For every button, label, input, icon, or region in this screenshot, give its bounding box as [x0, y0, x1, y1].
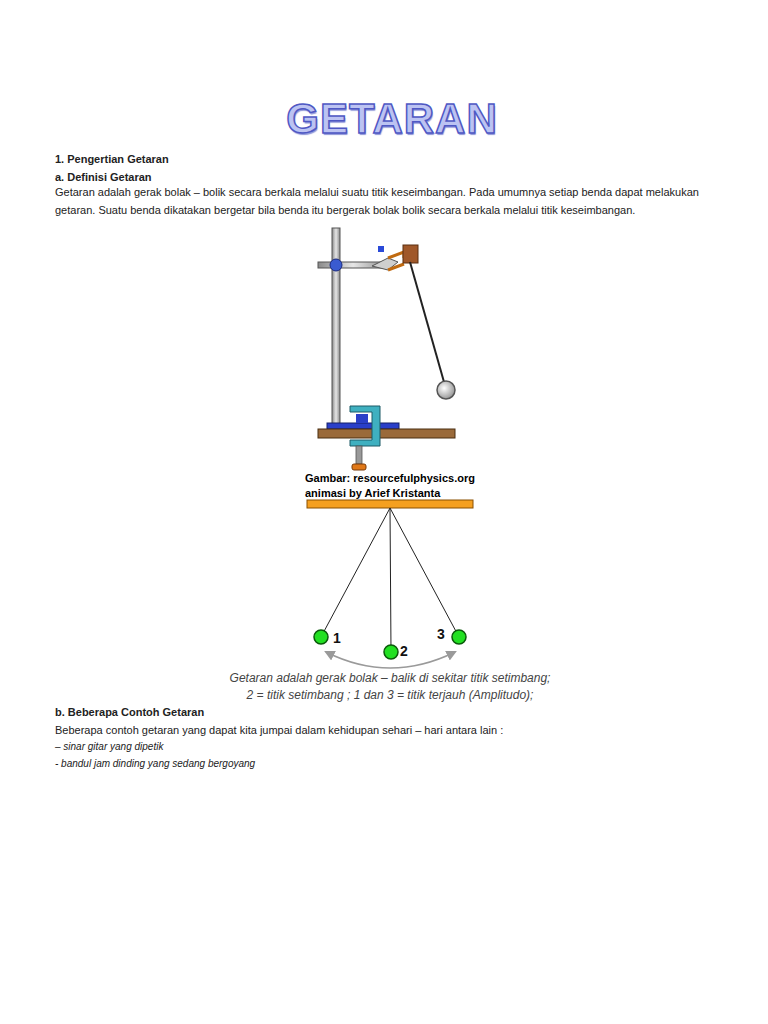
body-text: Beberapa contoh getaran yang dapat kita …: [55, 721, 503, 739]
clamp-screw-handle: [352, 464, 366, 470]
ball-position-3: [452, 630, 466, 644]
list-item: – sinar gitar yang dipetik: [55, 739, 163, 755]
boss-knob: [330, 259, 342, 271]
callout-number: 1: [333, 630, 341, 646]
callout-number: 2: [400, 643, 408, 659]
callout-number: 3: [437, 626, 445, 642]
subsection-heading: a. Definisi Getaran: [55, 168, 152, 186]
string-position-1: [321, 508, 390, 637]
clamp-screw: [378, 246, 384, 252]
image-source: Gambar: resourcefulphysics.org: [305, 471, 475, 486]
pendulum-diagram: [307, 500, 473, 668]
support-bar: [307, 500, 473, 508]
string-position-3: [390, 508, 459, 637]
stand-base: [327, 423, 399, 429]
definition-paragraph: Getaran adalah gerak bolak – bolik secar…: [55, 183, 727, 219]
section-heading: 1. Pengertian Getaran: [55, 150, 169, 168]
pendulum-bob: [437, 381, 455, 399]
ball-position-1: [314, 630, 328, 644]
figure-caption-line: 2 = titik setimbang ; 1 dan 3 = titik te…: [247, 687, 534, 704]
pendulum-string: [410, 262, 444, 382]
figure-caption: Getaran adalah gerak bolak – balik di se…: [230, 670, 551, 687]
wooden-block: [403, 245, 418, 263]
clamp-screw-thread: [356, 446, 362, 464]
ball-position-2: [384, 645, 398, 659]
swing-arc-arrow: [326, 652, 455, 668]
g-clamp: [350, 406, 380, 446]
table-top: [318, 429, 455, 438]
animation-credit: animasi by Arief Kristanta: [305, 486, 440, 501]
page-title: GETARAN: [286, 94, 498, 144]
stand-rod: [332, 228, 340, 426]
subsection-heading: b. Beberapa Contoh Getaran: [55, 703, 204, 721]
retort-stand: [318, 228, 455, 470]
list-item: - bandul jam dinding yang sedang bergoya…: [55, 756, 255, 772]
clamp-jaw-pads: [388, 252, 404, 270]
string-position-2: [390, 508, 391, 652]
g-clamp-pad: [356, 414, 368, 423]
